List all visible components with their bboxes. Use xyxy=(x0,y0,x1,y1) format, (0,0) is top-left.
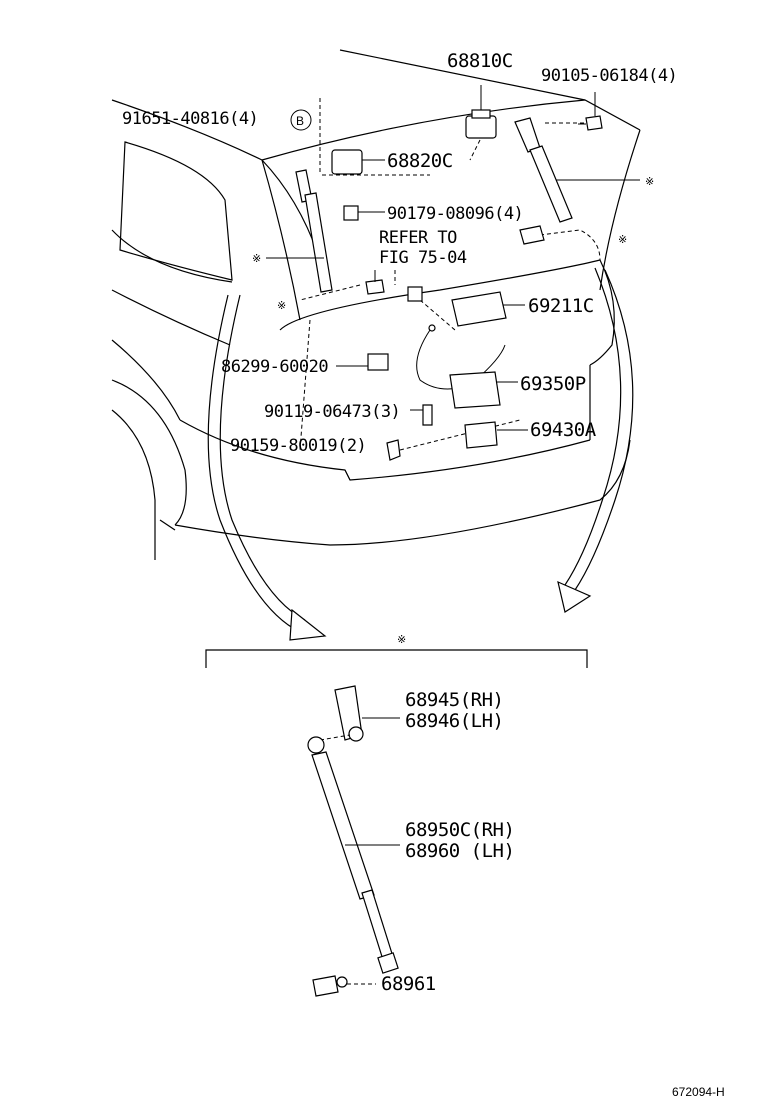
label-91651: 91651-40816(4) xyxy=(122,109,258,129)
part-69350P-lock[interactable] xyxy=(449,371,518,409)
part-wire-harness[interactable] xyxy=(416,324,506,390)
part-90119-bolt[interactable] xyxy=(410,404,433,426)
label-90159: 90159-80019(2) xyxy=(230,436,366,456)
marker-left-strut: ※ xyxy=(252,252,261,265)
label-68946: 68946(LH) xyxy=(405,710,503,732)
label-69211C: 69211C xyxy=(528,295,594,317)
leader-lines-top xyxy=(299,98,601,451)
label-69430A: 69430A xyxy=(530,419,597,441)
label-68950C: 68950C(RH) xyxy=(405,819,514,841)
part-90179-nut[interactable] xyxy=(343,205,385,221)
marker-left-stud: ※ xyxy=(277,299,286,312)
callout-arrow-left xyxy=(207,294,327,641)
vehicle-body-outline xyxy=(111,49,641,560)
refer-note-line2: FIG 75-04 xyxy=(379,248,467,268)
badge-b-text: B xyxy=(296,114,304,128)
part-left-gas-strut[interactable] xyxy=(266,169,333,293)
label-69350P: 69350P xyxy=(520,373,586,395)
part-69211C-handle[interactable] xyxy=(451,291,525,327)
label-90179: 90179-08096(4) xyxy=(387,204,523,224)
part-bumper-clip[interactable] xyxy=(407,286,423,302)
label-68820C: 68820C xyxy=(387,150,453,172)
label-68960: 68960 (LH) xyxy=(405,840,514,862)
marker-section: ※ xyxy=(397,633,406,646)
marker-right-stud: ※ xyxy=(618,233,627,246)
label-90119: 90119-06473(3) xyxy=(264,402,400,422)
part-90159-screw[interactable] xyxy=(386,439,401,461)
label-90105: 90105-06184(4) xyxy=(541,66,677,86)
section-bracket xyxy=(205,649,588,668)
part-68820C-hinge[interactable] xyxy=(331,149,385,175)
part-right-gas-strut[interactable] xyxy=(514,117,640,223)
label-68810C: 68810C xyxy=(447,50,513,72)
part-68961-stud[interactable] xyxy=(312,975,376,997)
diagram-id: 672094-H xyxy=(672,1085,725,1099)
badge-b: B xyxy=(290,109,312,131)
part-86299-connector[interactable] xyxy=(336,353,389,371)
callout-arrow-right xyxy=(557,267,634,613)
part-69430A-striker[interactable] xyxy=(464,421,528,449)
part-68945-bracket[interactable] xyxy=(319,685,400,742)
label-86299: 86299-60020 xyxy=(221,357,328,377)
label-68961: 68961 xyxy=(381,973,436,995)
part-68950C-strut[interactable] xyxy=(307,736,400,974)
part-90105-bolt[interactable] xyxy=(578,92,603,131)
part-68810C-hinge[interactable] xyxy=(465,85,497,139)
part-right-ball-stud[interactable] xyxy=(519,225,545,245)
marker-right-strut: ※ xyxy=(645,175,654,188)
label-68945: 68945(RH) xyxy=(405,689,503,711)
part-left-ball-stud[interactable] xyxy=(365,270,385,295)
refer-note-line1: REFER TO xyxy=(379,228,457,248)
